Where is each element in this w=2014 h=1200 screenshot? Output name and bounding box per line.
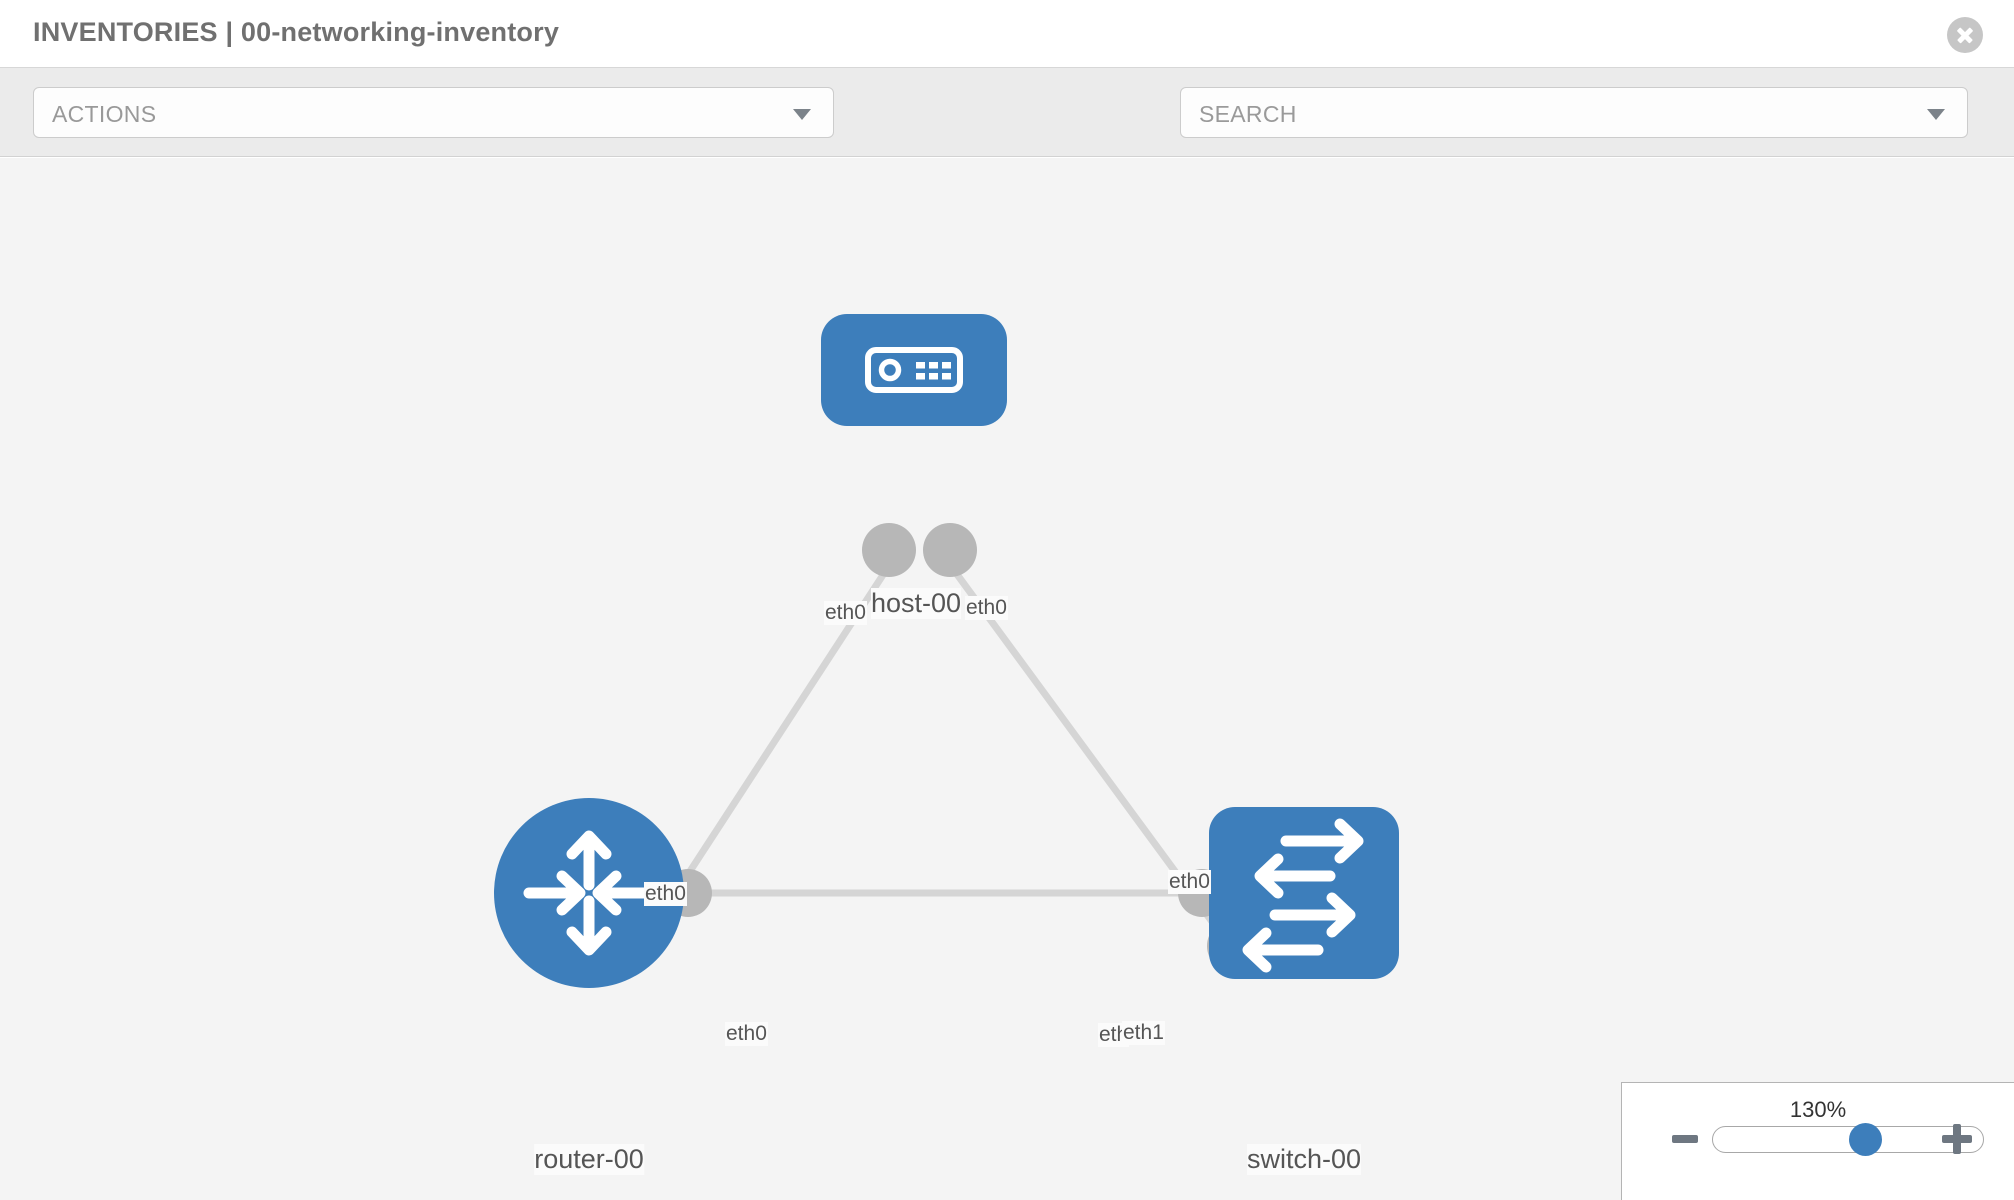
close-icon[interactable] (1947, 17, 1983, 53)
topology-graph (494, 314, 1399, 988)
page-header: INVENTORIES | 00-networking-inventory (0, 0, 2014, 68)
server-icon (865, 347, 963, 393)
iface-label: eth0 (1168, 870, 1211, 894)
search-placeholder: SEARCH (1199, 101, 1297, 127)
iface-label: eth0 (725, 1022, 768, 1046)
iface-label: eth0 (965, 596, 1008, 620)
handle-host00-right (923, 523, 977, 577)
chevron-down-icon (793, 109, 811, 120)
actions-dropdown[interactable]: ACTIONS (33, 87, 834, 138)
node-switch-00 (1209, 807, 1399, 979)
node-host-00 (821, 314, 1007, 426)
zoom-percentage: 130% (1789, 1097, 1847, 1122)
plus-icon-horizontal (1942, 1135, 1972, 1143)
toolbar: ACTIONS SEARCH (0, 68, 2014, 198)
chevron-down-icon (1927, 109, 1945, 120)
search-input[interactable]: SEARCH (1180, 87, 1968, 138)
zoom-out-button[interactable] (1672, 1135, 1698, 1143)
iface-label: eth0 (644, 882, 687, 906)
iface-label: eth1 (1122, 1021, 1165, 1045)
page-title: INVENTORIES | 00-networking-inventory (33, 17, 560, 47)
topology-canvas[interactable]: eth0 eth0 eth0 eth0 eth0 eth eth1 host-0… (0, 158, 2014, 1200)
switch-arrows-icon (1242, 818, 1364, 973)
node-label-host-00: host-00 (870, 588, 962, 619)
zoom-control-panel: 130% (1621, 1082, 2014, 1200)
node-label-router-00: router-00 (534, 1144, 644, 1175)
actions-dropdown-label: ACTIONS (52, 101, 157, 127)
topology-handles (664, 523, 1259, 972)
iface-label: eth0 (824, 601, 867, 625)
router-arrows-icon (523, 830, 655, 956)
node-label-switch-00: switch-00 (1246, 1144, 1362, 1175)
zoom-in-button[interactable] (1942, 1124, 1972, 1154)
zoom-slider-thumb[interactable] (1849, 1123, 1882, 1156)
handle-host00-left (862, 523, 916, 577)
zoom-slider[interactable] (1712, 1123, 1984, 1156)
node-router-00 (494, 798, 684, 988)
